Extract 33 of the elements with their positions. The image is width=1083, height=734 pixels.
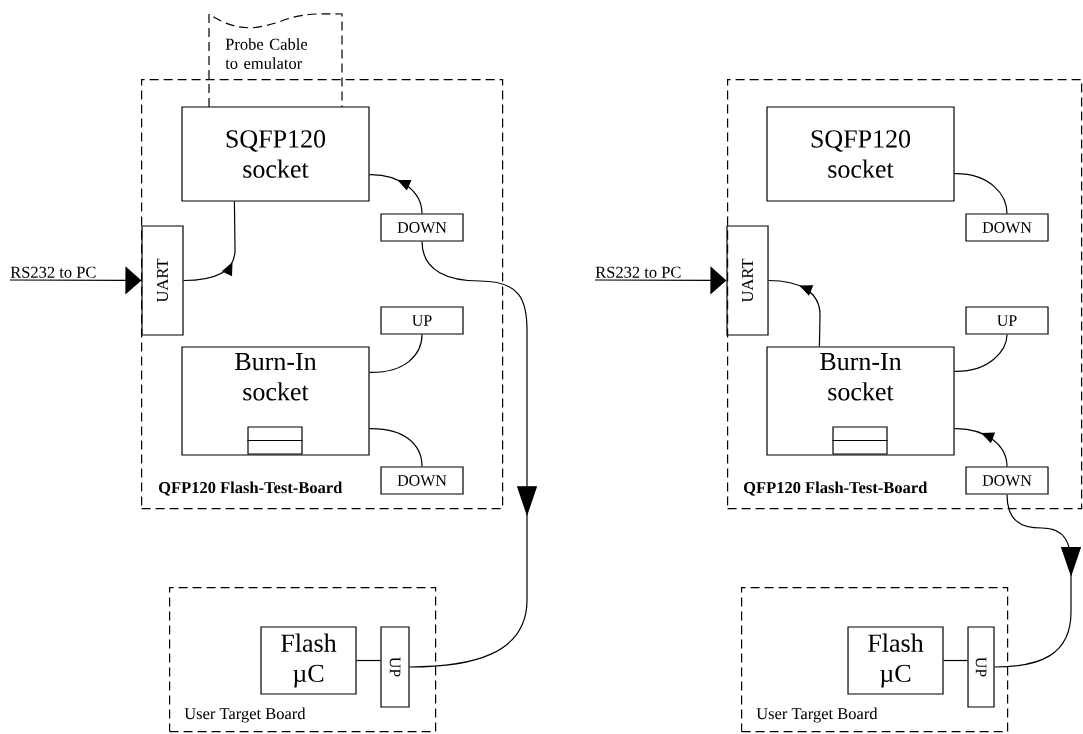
probe-cable-outline: Probe Cable to emulator [208,13,343,108]
socket-box: SQFP120 socket [181,106,370,202]
connector-line [369,334,423,373]
connector-line [954,334,1008,372]
connector-box: DOWN [965,466,1049,495]
arrow [768,279,821,347]
connector-line [356,659,381,662]
connector-box: DOWN [380,213,464,242]
arrow [183,201,236,282]
socket-box: Burn-In socket [181,346,370,456]
arrow [994,494,1082,668]
port-box: UART [141,225,184,336]
connector-box: UP [965,306,1049,335]
connector-box: DOWN [965,213,1049,242]
socket-box: Burn-In socket [766,346,955,456]
connector-line [954,173,1008,214]
pin-header-symbol [831,426,889,455]
connector-line [369,428,423,467]
arrow [954,428,1008,467]
connector-line [943,659,968,662]
socket-box: SQFP120 socket [766,106,955,202]
signal-label: RS232 to PC [595,266,681,278]
arrow [369,174,423,214]
connector-box: DOWN [380,466,464,495]
connector-box: UP [380,626,410,708]
arrow [409,241,538,668]
port-box: UART [726,225,769,336]
pin-header-symbol [246,426,304,455]
chip-box: Flash µC [847,626,944,695]
connector-box: UP [967,626,995,708]
chip-box: Flash µC [260,626,357,695]
signal-label: RS232 to PC [10,266,96,278]
connector-box: UP [380,306,464,335]
